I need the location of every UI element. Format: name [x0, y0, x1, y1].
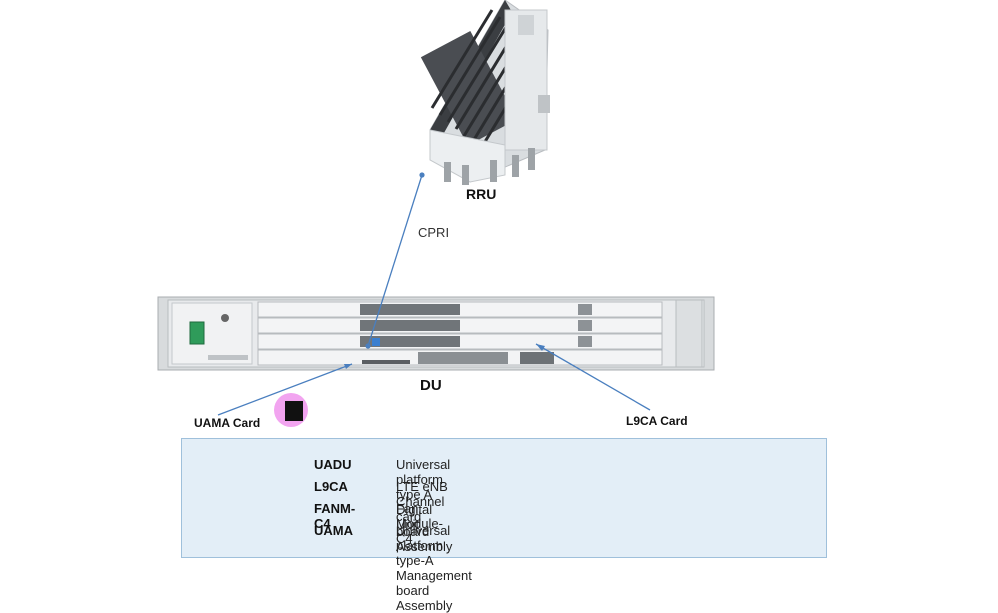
uama-pointer [217, 363, 353, 416]
cpri-endpoint-rru [419, 172, 425, 178]
legend-desc: Universal platform type A Digital Unit [396, 457, 451, 532]
legend-desc: LTE eNB Channel card board Assembly [396, 479, 453, 554]
cpri-endpoint-du [365, 343, 371, 349]
ethernet-port-block [418, 352, 554, 364]
pointer-marker [285, 401, 303, 421]
du-chassis [157, 296, 715, 371]
cpri-label: CPRI [418, 225, 450, 240]
legend-abbr: UADU [314, 457, 352, 472]
l9ca-pointer [535, 343, 651, 411]
l9ca-card-label: L9CA Card [626, 414, 688, 428]
rru-device [420, 0, 550, 185]
rru-label: RRU [466, 186, 497, 202]
connector-lines [217, 172, 651, 416]
diagram-canvas [157, 0, 715, 416]
cpri-link [367, 174, 423, 347]
sfp-port-block-1 [360, 304, 460, 347]
uama-card-label: UAMA Card [194, 416, 261, 430]
legend-abbr: FANM-C4 [314, 501, 356, 531]
abbreviation-legend: UADU Universal platform type A Digital U… [181, 438, 827, 613]
legend-desc: Fan Module-C4 [396, 501, 443, 546]
legend-desc: Universal platform type-A Management boa… [396, 523, 472, 613]
legend-abbr: UAMA [314, 523, 353, 538]
legend-abbr: L9CA [314, 479, 348, 494]
du-label: DU [420, 377, 442, 394]
